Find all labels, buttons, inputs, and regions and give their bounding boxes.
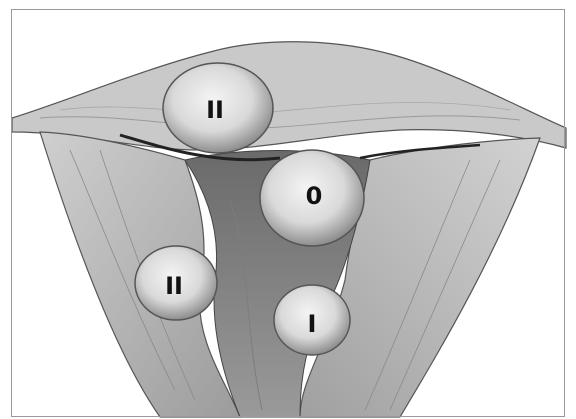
label-intramural-right: I	[308, 310, 317, 338]
fibroid-submucosal: 0	[260, 150, 364, 246]
fibroid-subserosal: II	[163, 63, 273, 153]
label-subserosal: II	[206, 96, 224, 124]
fibroid-intramural-right: I	[274, 285, 350, 355]
label-intramural-left: II	[165, 272, 183, 300]
label-submucosal: 0	[306, 182, 323, 210]
fibroid-intramural-left: II	[135, 246, 217, 320]
